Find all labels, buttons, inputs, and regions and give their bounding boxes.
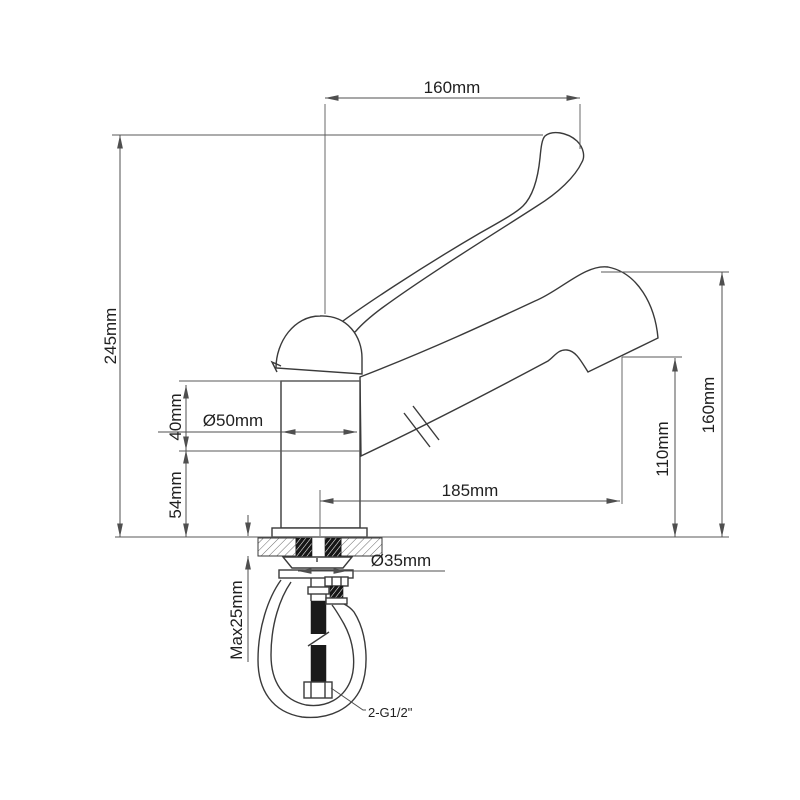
pipe-break-line — [307, 631, 330, 647]
extension-lines — [112, 104, 729, 538]
body-cylinder — [280, 380, 361, 529]
dimension-lines — [117, 95, 725, 711]
flex-hose-inner — [270, 581, 355, 707]
dim-label-handle-height: 40mm — [166, 393, 185, 440]
mounting-bracket — [281, 556, 354, 569]
hose-collar — [325, 597, 348, 605]
dim-label-shank-diameter: Ø35mm — [371, 551, 431, 570]
countertop-section — [257, 537, 383, 579]
hose-braided-segment — [329, 585, 344, 599]
dim-label-overall-height: 245mm — [101, 308, 120, 365]
shank-thread-left — [295, 537, 313, 558]
dome-lip — [270, 360, 282, 373]
spout-seam-tick — [412, 405, 440, 441]
spout — [359, 266, 659, 458]
spout-seam-tick — [403, 412, 431, 448]
leader-thread-note — [330, 687, 366, 711]
dim-label-spout-reach: 185mm — [442, 481, 499, 500]
bottom-hex-fitting — [303, 681, 333, 699]
handle-lever — [338, 131, 585, 336]
base-plate — [271, 527, 368, 538]
counter-hatch-left — [257, 537, 297, 557]
dim-label-max-thickness: Max25mm — [227, 580, 246, 659]
dim-label-base-height: 54mm — [166, 471, 185, 518]
flex-hose-outer — [257, 579, 367, 719]
dome-cap — [275, 315, 363, 375]
leader-label-thread-note: 2-G1/2" — [368, 705, 413, 720]
shank-thread-right — [324, 537, 342, 558]
dim-label-body-diameter: Ø50mm — [203, 411, 263, 430]
hose-hex-adapter — [324, 576, 349, 587]
dim-label-outlet-height: 110mm — [653, 421, 672, 476]
riser-joint — [307, 586, 330, 595]
dim-label-spout-height: 160mm — [699, 377, 718, 434]
faucet-outline — [270, 131, 659, 538]
dimension-labels: 160mm 245mm 40mm Ø50mm 54mm 185mm 110mm … — [101, 78, 718, 720]
supply-hoses — [257, 576, 367, 719]
dim-label-top-width: 160mm — [424, 78, 481, 97]
